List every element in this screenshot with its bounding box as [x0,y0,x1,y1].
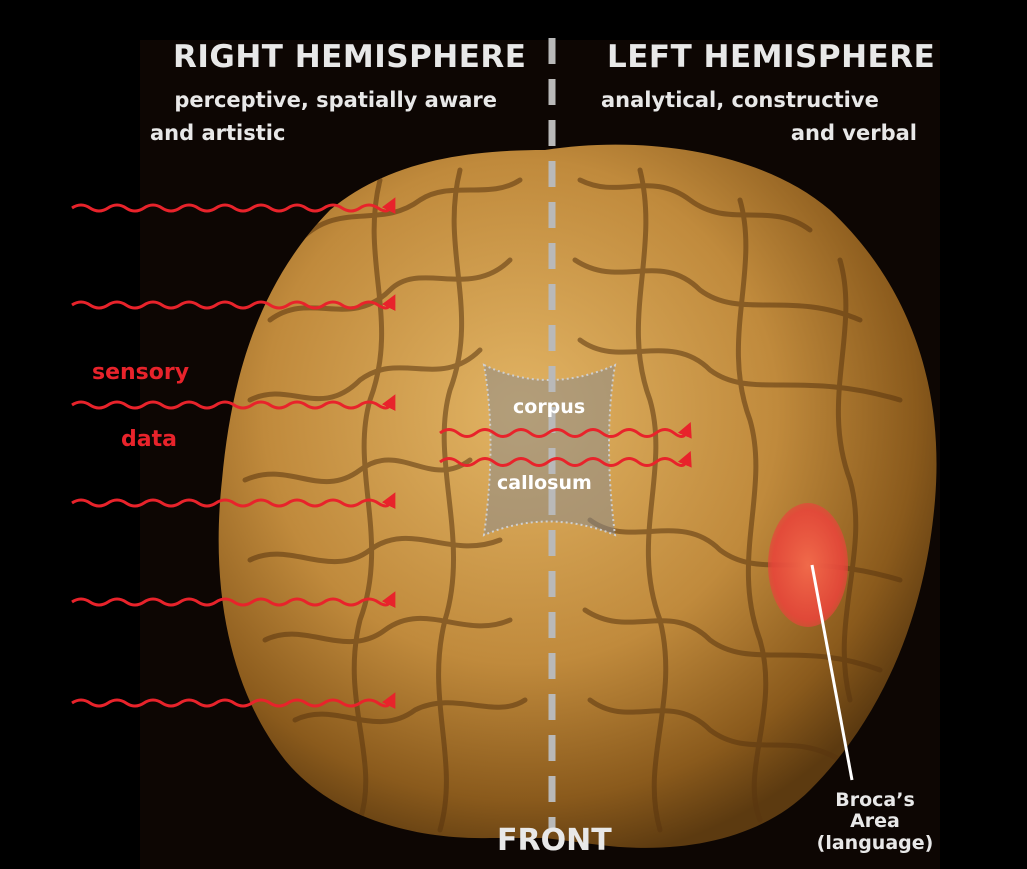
corpus-label: corpus [513,397,585,419]
broca-label-line1: Broca’s [800,790,950,811]
right-hemisphere-desc-line2: and artistic [150,121,285,145]
right-hemisphere-desc-line1: perceptive, spatially aware [174,88,497,112]
callosum-label: callosum [497,473,592,495]
broca-label: Broca’s Area (language) [800,790,950,854]
left-hemisphere-desc-line1: analytical, constructive [601,88,879,112]
sensory-label: sensory [92,360,189,385]
broca-label-line3: (language) [800,833,950,854]
left-hemisphere-desc-line2: and verbal [791,121,917,145]
broca-label-line2: Area [800,811,950,832]
data-label: data [121,427,177,452]
broca-area-region [768,503,848,627]
left-hemisphere-title: LEFT HEMISPHERE [607,40,935,76]
right-hemisphere-title: RIGHT HEMISPHERE [173,40,526,76]
front-label: FRONT [497,824,612,859]
